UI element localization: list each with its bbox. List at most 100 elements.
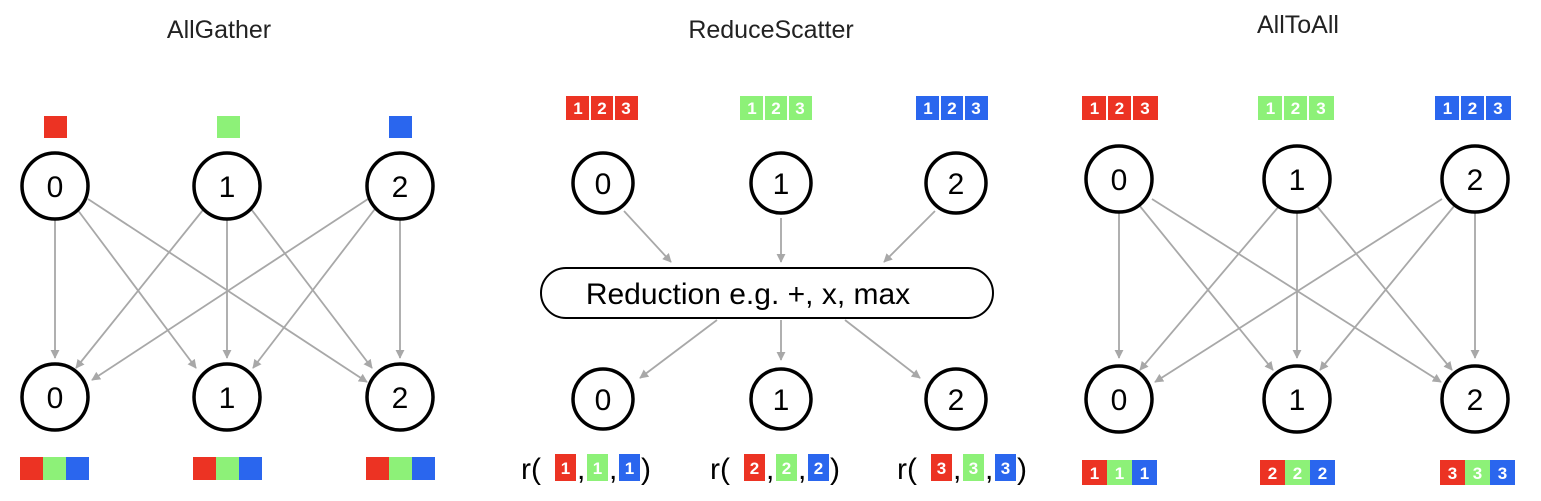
node-label: 2 <box>948 168 965 201</box>
arrow-2-to-1 <box>252 204 379 369</box>
chunk-label: 2 <box>1291 99 1300 118</box>
chunk-label: 1 <box>747 99 756 118</box>
node-1-bottom: 1 <box>1262 364 1332 434</box>
arrow-2-to-1 <box>1319 204 1456 371</box>
chunk-label: 2 <box>1468 99 1477 118</box>
chunk-label: 2 <box>947 99 956 118</box>
chunk-label: 3 <box>1498 464 1507 483</box>
allgather-panel: AllGather 0 1 2 0 <box>20 16 435 480</box>
node-label: 1 <box>219 382 236 415</box>
reducescatter-panel: ReduceScatter 1 2 3 1 2 3 1 2 3 <box>521 16 1027 486</box>
chunk-label: 3 <box>1001 459 1010 478</box>
received-chunks-1: 2 2 2 <box>1260 460 1335 485</box>
arrow-2-to-0 <box>1154 198 1443 383</box>
arrow-1-to-0 <box>75 204 208 369</box>
node-label: 1 <box>773 384 790 417</box>
chunk-blue: 1 2 3 <box>1435 96 1511 120</box>
chunk-label: 2 <box>1293 464 1302 483</box>
allgather-edges <box>50 198 405 383</box>
node-label: 0 <box>1111 164 1128 197</box>
result-suffix: ) <box>641 453 651 486</box>
node-label: 0 <box>595 384 612 417</box>
allgather-title: AllGather <box>167 16 271 44</box>
chunk-label: 2 <box>771 99 780 118</box>
node-1-top: 1 <box>1262 144 1332 214</box>
gathered-blocks-1 <box>193 457 262 480</box>
chunk-label: 1 <box>561 459 570 478</box>
chunk-label: 1 <box>1090 99 1099 118</box>
chunk-label: 1 <box>1266 99 1275 118</box>
reducescatter-title: ReduceScatter <box>688 16 853 44</box>
svg-text:,: , <box>798 453 806 486</box>
node-0-bottom: 0 <box>20 362 90 432</box>
node-label: 1 <box>219 171 236 204</box>
node-0-bottom: 0 <box>571 367 635 431</box>
node-2-top: 2 <box>1440 144 1510 214</box>
gathered-blocks-0 <box>20 457 89 480</box>
reducescatter-edges <box>623 210 936 379</box>
svg-text:,: , <box>766 453 774 486</box>
chunk-blue: 1 2 3 <box>916 96 988 120</box>
received-chunks-0: 1 1 1 <box>1082 460 1157 485</box>
chunk-red: 1 2 3 <box>566 96 638 120</box>
node-2-top: 2 <box>924 151 988 215</box>
chunk-label: 1 <box>1115 464 1124 483</box>
node-1-bottom: 1 <box>749 367 813 431</box>
node-2-top: 2 <box>365 151 435 221</box>
chunk-label: 3 <box>1493 99 1502 118</box>
chunk-label: 1 <box>625 459 634 478</box>
data-block-red <box>44 116 67 138</box>
node-label: 1 <box>1289 164 1306 197</box>
node-0-top: 0 <box>20 151 90 221</box>
arrow-0-to-1 <box>1138 204 1274 371</box>
node-label: 0 <box>1111 384 1128 417</box>
chunk-label: 3 <box>1140 99 1149 118</box>
svg-text:,: , <box>609 453 617 486</box>
chunk-label: 3 <box>1473 464 1482 483</box>
chunk-label: 1 <box>923 99 932 118</box>
node-2-bottom: 2 <box>1440 364 1510 434</box>
chunk-label: 2 <box>1318 464 1327 483</box>
result-suffix: ) <box>1017 453 1027 486</box>
chunk-label: 3 <box>1448 464 1457 483</box>
alltoall-title: AllToAll <box>1257 11 1339 39</box>
result-prefix: r( <box>897 453 917 486</box>
data-block-green <box>217 116 240 138</box>
chunk-label: 2 <box>1268 464 1277 483</box>
reduction-label: Reduction e.g. +, x, max <box>586 278 910 311</box>
arrow-top0-to-reduction <box>623 210 672 263</box>
result-suffix: ) <box>830 453 840 486</box>
reduced-result-2: r( 3 , 3 , 3 ) <box>897 453 1027 486</box>
alltoall-edges <box>1114 198 1480 383</box>
node-label: 1 <box>773 168 790 201</box>
node-2-bottom: 2 <box>924 367 988 431</box>
svg-text:,: , <box>985 453 993 486</box>
node-label: 2 <box>392 171 409 204</box>
chunk-label: 1 <box>573 99 582 118</box>
node-1-top: 1 <box>192 151 262 221</box>
arrow-reduction-to-2 <box>844 319 921 379</box>
result-prefix: r( <box>710 453 730 486</box>
chunk-label: 3 <box>621 99 630 118</box>
chunk-label: 3 <box>971 99 980 118</box>
chunk-green: 1 2 3 <box>740 96 812 120</box>
node-0-bottom: 0 <box>1084 364 1154 434</box>
svg-text:,: , <box>577 453 585 486</box>
chunk-label: 1 <box>1140 464 1149 483</box>
node-1-bottom: 1 <box>192 362 262 432</box>
svg-text:,: , <box>953 453 961 486</box>
chunk-label: 1 <box>1090 464 1099 483</box>
data-block-blue <box>389 116 412 138</box>
chunk-label: 3 <box>795 99 804 118</box>
node-label: 1 <box>1289 384 1306 417</box>
arrow-1-to-2 <box>1315 204 1453 371</box>
arrow-reduction-to-0 <box>639 319 718 379</box>
chunk-label: 2 <box>782 459 791 478</box>
node-label: 0 <box>47 382 64 415</box>
chunk-label: 2 <box>814 459 823 478</box>
chunk-label: 3 <box>937 459 946 478</box>
arrow-0-to-1 <box>73 204 197 369</box>
arrow-1-to-0 <box>1139 204 1281 371</box>
node-label: 2 <box>1467 384 1484 417</box>
reduction-box: Reduction e.g. +, x, max <box>540 267 994 319</box>
